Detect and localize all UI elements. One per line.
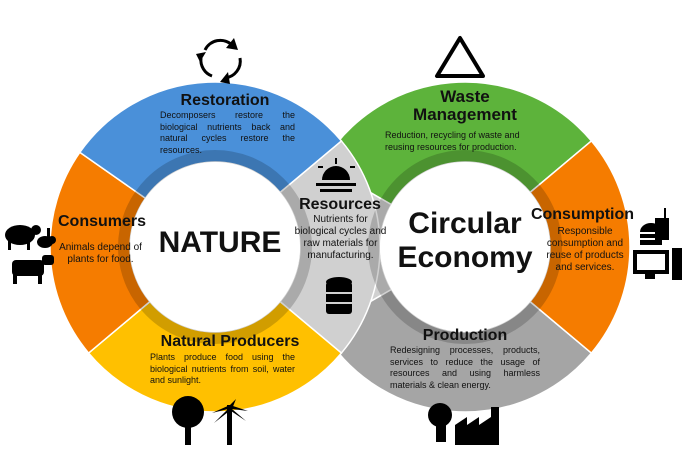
resources-title: Resources bbox=[299, 196, 381, 213]
nature-label: NATURE bbox=[158, 226, 282, 259]
consumption-title: Consumption bbox=[530, 206, 635, 223]
production-text: Redesigning processes, products, service… bbox=[390, 345, 540, 390]
food-and-computer-icon bbox=[633, 208, 682, 280]
restoration-text: Decomposers restore the biological nutri… bbox=[160, 110, 295, 155]
consumption-text: Responsible consumption and reuse of pro… bbox=[546, 226, 624, 273]
nature-rim bbox=[118, 150, 312, 344]
consumers-text: Animals depend of plants for food. bbox=[59, 242, 142, 265]
circular-economy-label: Circular Economy bbox=[390, 207, 540, 275]
economy-rim-center bbox=[380, 162, 550, 332]
animals-icon bbox=[5, 225, 56, 284]
natural-producers-text: Plants produce food using the biological… bbox=[150, 352, 295, 385]
database-icon bbox=[326, 277, 352, 314]
consumers-segment bbox=[49, 151, 151, 355]
trees-icon bbox=[172, 396, 248, 445]
circular-economy-line: Circular bbox=[408, 207, 522, 240]
cycle-arrows-icon bbox=[196, 38, 242, 84]
recycle-icon bbox=[435, 36, 485, 78]
nature-rim-center bbox=[130, 162, 300, 332]
waste-management-text: Reduction, recycling of waste and reusin… bbox=[385, 130, 520, 152]
sunrise-icon bbox=[316, 158, 356, 192]
circular-economy-line: Economy bbox=[397, 241, 533, 274]
consumers-title: Consumers bbox=[57, 213, 147, 230]
resources-text: Nutrients for biological cycles and raw … bbox=[294, 214, 387, 261]
restoration-title: Restoration bbox=[180, 92, 270, 109]
factory-icon bbox=[428, 403, 499, 445]
waste-management-title-line: Management bbox=[413, 105, 517, 124]
waste-management-title-line: Waste bbox=[440, 87, 490, 106]
natural-producers-title: Natural Producers bbox=[160, 333, 300, 350]
economy-rim bbox=[368, 150, 562, 344]
waste-management-title: Waste Management bbox=[390, 88, 540, 124]
production-title: Production bbox=[422, 327, 508, 344]
